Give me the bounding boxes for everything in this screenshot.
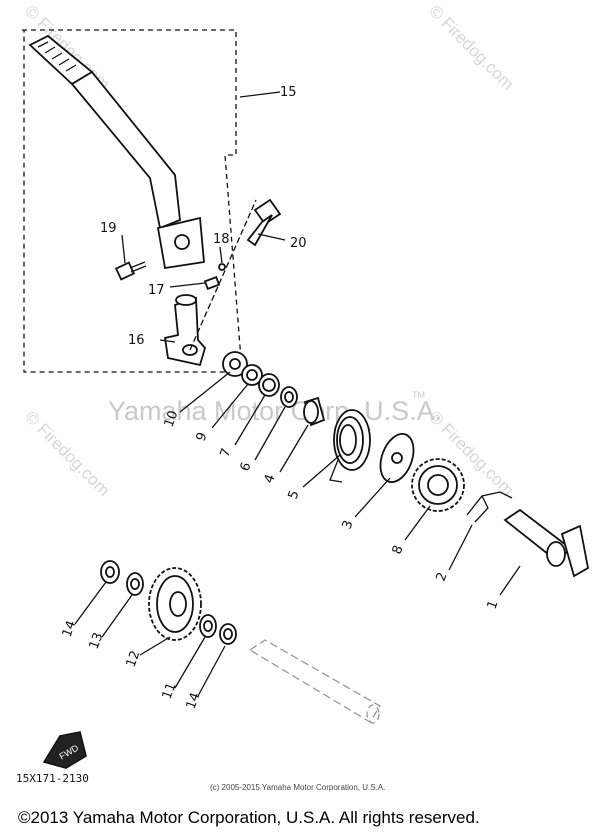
watermark-tm: TM	[412, 390, 425, 400]
watermark-center: Yamaha Motor Corp, U.S.A.	[108, 396, 442, 426]
callout-15: 15	[280, 85, 297, 100]
spring-cover-3	[379, 433, 415, 483]
circlip-14-upper	[100, 560, 120, 584]
torsion-spring-5	[329, 409, 371, 483]
idle-gear-12	[148, 567, 202, 641]
leader-lines	[74, 91, 521, 697]
washer-13	[126, 572, 144, 596]
bolt-19	[114, 261, 147, 281]
callout-14-upper: 14	[60, 619, 80, 640]
callout-5: 5	[286, 488, 303, 501]
kick-axle-1	[503, 508, 590, 578]
fwd-arrow-icon: FWD	[42, 731, 87, 769]
small-copyright: (c) 2005-2015 Yamaha Motor Corporation, …	[210, 783, 385, 792]
watermark-site-mid-left: © Firedog.com	[21, 407, 113, 499]
callout-2: 2	[434, 570, 451, 583]
callout-19: 19	[100, 221, 117, 236]
callout-13: 13	[87, 631, 107, 652]
shaft-ghost	[248, 639, 381, 724]
callout-20: 20	[290, 236, 307, 251]
ball-18	[218, 263, 226, 271]
diagram-code: 15X171-2130	[16, 772, 89, 785]
callout-14-lower: 14	[184, 691, 204, 712]
kick-gear-8	[411, 458, 465, 512]
callout-11: 11	[160, 681, 180, 702]
callout-10: 10	[162, 409, 182, 430]
axis-line-upper	[189, 199, 257, 351]
bolt-17	[203, 276, 221, 290]
callout-4: 4	[262, 472, 279, 485]
washer-11	[199, 614, 217, 638]
callout-8: 8	[390, 543, 407, 556]
oil-seal-9	[241, 364, 263, 386]
callout-6: 6	[238, 460, 255, 473]
bolt-20	[246, 198, 282, 247]
callout-16: 16	[128, 333, 145, 348]
callout-9: 9	[194, 430, 211, 443]
clip-2	[466, 491, 513, 523]
callout-1: 1	[485, 598, 502, 611]
callout-3: 3	[340, 518, 357, 531]
washer-10	[222, 351, 248, 377]
spring-guide-4	[303, 396, 326, 427]
circlip-14-lower	[219, 623, 237, 645]
kick-lever	[28, 34, 205, 270]
callout-18: 18	[213, 232, 230, 247]
callout-12: 12	[124, 649, 144, 670]
kick-boss-16	[163, 294, 207, 367]
footer-copyright: ©2013 Yamaha Motor Corporation, U.S.A. A…	[18, 808, 480, 827]
callout-17: 17	[148, 283, 165, 298]
callout-7: 7	[218, 446, 235, 459]
circlip-6	[280, 386, 298, 408]
watermark-site-top-right: © Firedog.com	[425, 1, 517, 93]
washer-7	[258, 373, 280, 397]
assembly-dashed-box	[22, 29, 243, 373]
